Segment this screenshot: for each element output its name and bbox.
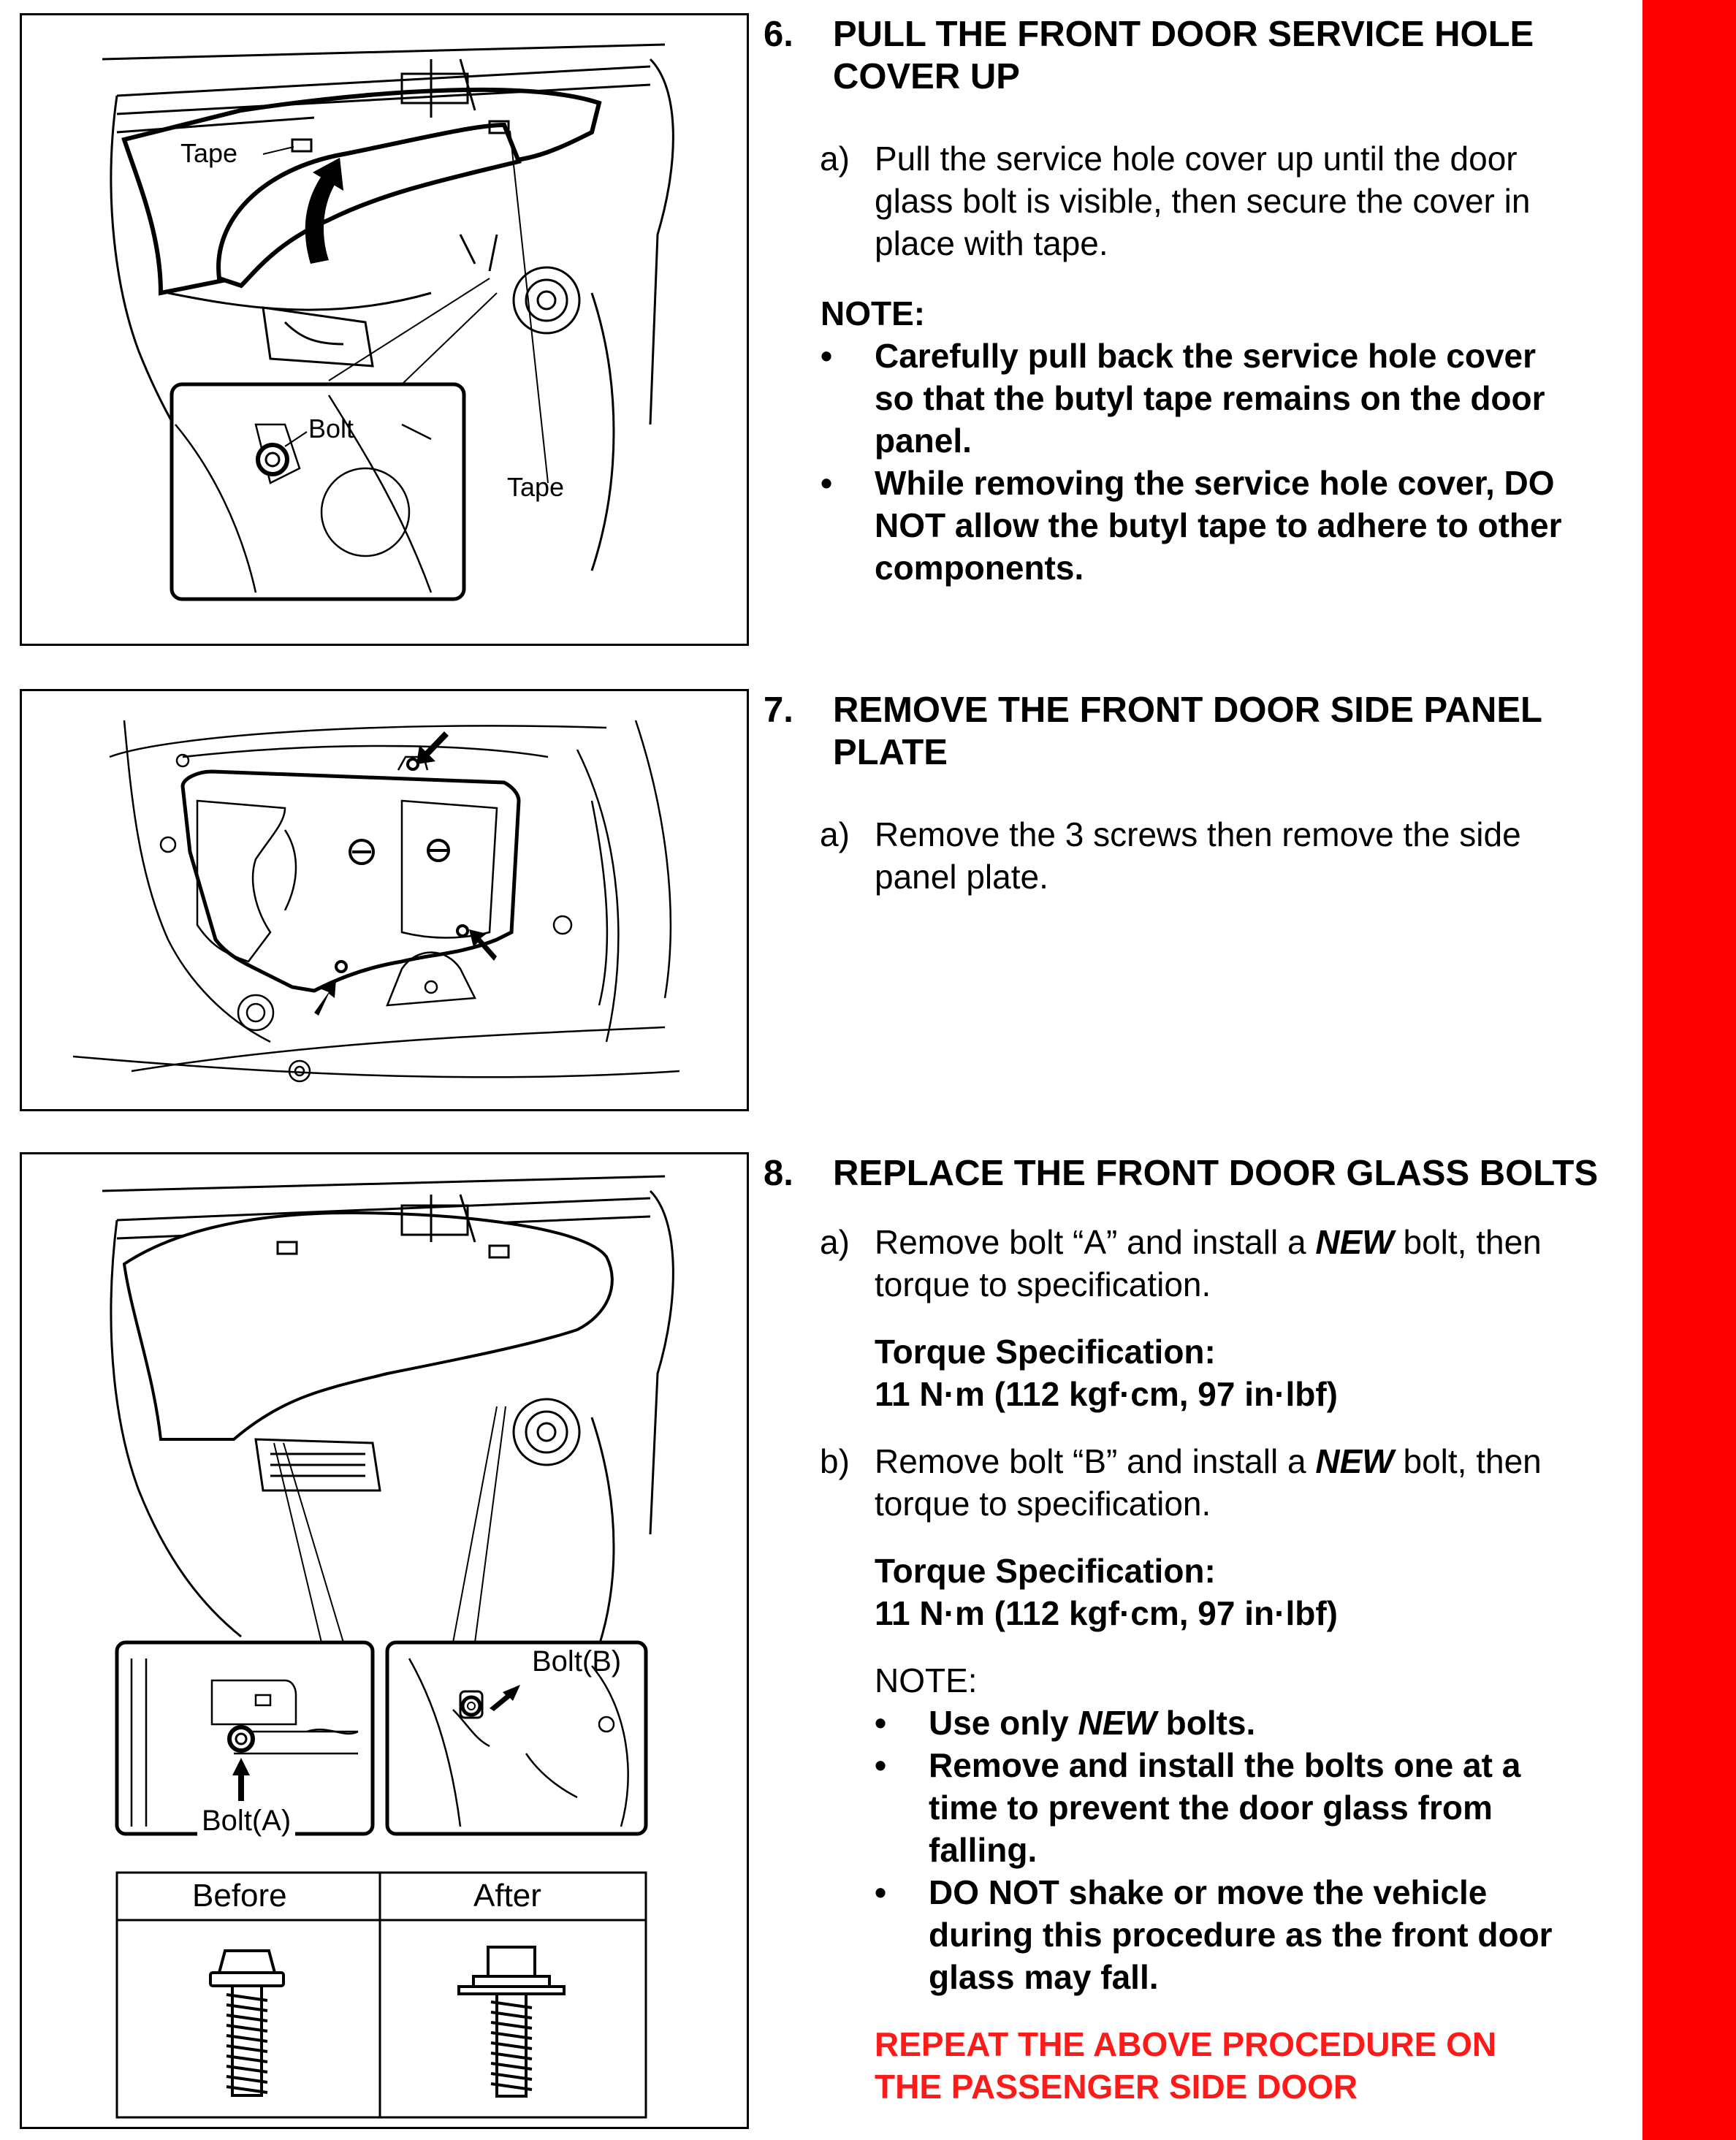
door-service-hole-illustration [102,43,674,601]
text-line: place with tape. [875,224,1108,262]
substep-letter: b) [820,1442,850,1480]
text-line: Remove and install the bolts one at a [929,1746,1521,1784]
after-header: After [473,1878,541,1914]
text-run: Remove bolt “B” and install a [875,1442,1316,1480]
note-item: • While removing the service hole cover,… [764,462,1633,589]
text-line: While removing the service hole cover, D… [875,464,1555,502]
step-8-heading: 8. REPLACE THE FRONT DOOR GLASS BOLTS [764,1152,1633,1195]
text-line: Carefully pull back the service hole cov… [875,337,1537,375]
text-run: Remove bolt “A” and install a [875,1223,1316,1261]
substep-letter: a) [820,1223,850,1261]
bolt-label: Bolt [308,414,354,443]
figure-service-hole-cover: Tape Bolt Tape [20,13,749,646]
step-8-title: REPLACE THE FRONT DOOR GLASS BOLTS [833,1154,1599,1193]
text-line: glass may fall. [929,1958,1159,1996]
text-line: panel plate. [875,858,1048,896]
bullet-icon: • [875,1873,887,1911]
text-run: bolt, then [1393,1442,1542,1480]
emphasis-new: NEW [1315,1442,1394,1480]
step-6-heading: 6. PULL THE FRONT DOOR SERVICE HOLE COVE… [764,13,1633,98]
text-line: NOT allow the butyl tape to adhere to ot… [875,506,1562,544]
text-line: time to prevent the door glass from [929,1789,1493,1827]
text-line: torque to specification. [875,1485,1211,1523]
note-item: • DO NOT shake or move the vehicle durin… [764,1871,1633,1998]
bullet-icon: • [875,1704,887,1742]
step-7-substep-a: a) Remove the 3 screws then remove the s… [764,813,1633,898]
text-line: REPEAT THE ABOVE PROCEDURE ON [875,2025,1497,2063]
substep-letter: a) [820,815,850,853]
substep-letter: a) [820,140,850,178]
note-item: • Remove and install the bolts one at a … [764,1744,1633,1871]
text-run: bolts. [1156,1704,1256,1742]
figure-side-panel-plate [20,689,749,1111]
side-color-bar [1642,0,1736,2140]
side-panel-plate-illustration [72,720,680,1083]
text-run: Use only [929,1704,1078,1742]
tape-label-left: Tape [180,138,238,168]
step-8-substep-a: a) Remove bolt “A” and install a NEW bol… [764,1221,1633,1306]
step-6-title-line1: PULL THE FRONT DOOR SERVICE HOLE [833,15,1534,54]
torque-spec-a: Torque Specification: 11 N·m (112 kgf·cm… [764,1330,1633,1415]
text-line: panel. [875,422,972,460]
step-8-number: 8. [764,1154,793,1193]
spec-value: 11 N·m (112 kgf·cm, 97 in·lbf) [875,1594,1338,1632]
step-8-substep-b: b) Remove bolt “B” and install a NEW bol… [764,1440,1633,1525]
spec-title: Torque Specification: [875,1552,1216,1590]
step-6-note-title: NOTE: [821,294,926,332]
step-7-title-line2: PLATE [833,733,948,772]
step-6-substep-a: a) Pull the service hole cover up until … [764,137,1633,264]
step-8: 8. REPLACE THE FRONT DOOR GLASS BOLTS a)… [764,1152,1633,2108]
step-7-number: 7. [764,690,793,730]
text-run: bolt, then [1393,1223,1542,1261]
step-7-title-line1: REMOVE THE FRONT DOOR SIDE PANEL [833,690,1542,730]
bolt-b-label: Bolt(B) [532,1645,622,1678]
text-line: Pull the service hole cover up until the… [875,140,1518,178]
text-line: THE PASSENGER SIDE DOOR [875,2068,1358,2106]
emphasis-new: NEW [1078,1704,1157,1742]
text-line: Remove bolt “B” and install a NEW bolt, … [875,1440,1633,1482]
text-line: Remove bolt “A” and install a NEW bolt, … [875,1221,1633,1263]
torque-spec-b: Torque Specification: 11 N·m (112 kgf·cm… [764,1550,1633,1634]
spec-title: Torque Specification: [875,1333,1216,1371]
text-line: during this procedure as the front door [929,1916,1553,1954]
text-line: torque to specification. [875,1265,1211,1303]
spec-value: 11 N·m (112 kgf·cm, 97 in·lbf) [875,1375,1338,1413]
text-line: components. [875,549,1084,587]
text-line: DO NOT shake or move the vehicle [929,1873,1488,1911]
text-line: Use only NEW bolts. [929,1702,1633,1744]
step-8-note-title: NOTE: [875,1661,978,1699]
note-item: • Use only NEW bolts. [764,1702,1633,1744]
step-6-notes: • Carefully pull back the service hole c… [764,335,1633,589]
text-line: glass bolt is visible, then secure the c… [875,182,1531,220]
tape-label-right: Tape [507,472,565,502]
step-8-notes: • Use only NEW bolts. • Remove and insta… [764,1702,1633,1998]
before-header: Before [192,1878,287,1914]
step-7: 7. REMOVE THE FRONT DOOR SIDE PANEL PLAT… [764,689,1633,898]
bullet-icon: • [875,1746,887,1784]
text-line: falling. [929,1831,1038,1869]
note-item: • Carefully pull back the service hole c… [764,335,1633,462]
bullet-icon: • [821,464,833,502]
text-line: so that the butyl tape remains on the do… [875,379,1545,417]
figure-glass-bolts: Bolt(A) Bolt(B) Before After [20,1152,749,2129]
emphasis-new: NEW [1315,1223,1394,1261]
repeat-procedure-notice: REPEAT THE ABOVE PROCEDURE ON THE PASSEN… [764,2023,1633,2108]
bolt-a-label: Bolt(A) [197,1805,296,1838]
glass-bolts-illustration [102,1175,674,2119]
step-6-title-line2: COVER UP [833,57,1020,96]
step-6: 6. PULL THE FRONT DOOR SERVICE HOLE COVE… [764,13,1633,589]
bullet-icon: • [821,337,833,375]
step-6-number: 6. [764,15,793,54]
text-line: Remove the 3 screws then remove the side [875,815,1521,853]
step-7-heading: 7. REMOVE THE FRONT DOOR SIDE PANEL PLAT… [764,689,1633,774]
